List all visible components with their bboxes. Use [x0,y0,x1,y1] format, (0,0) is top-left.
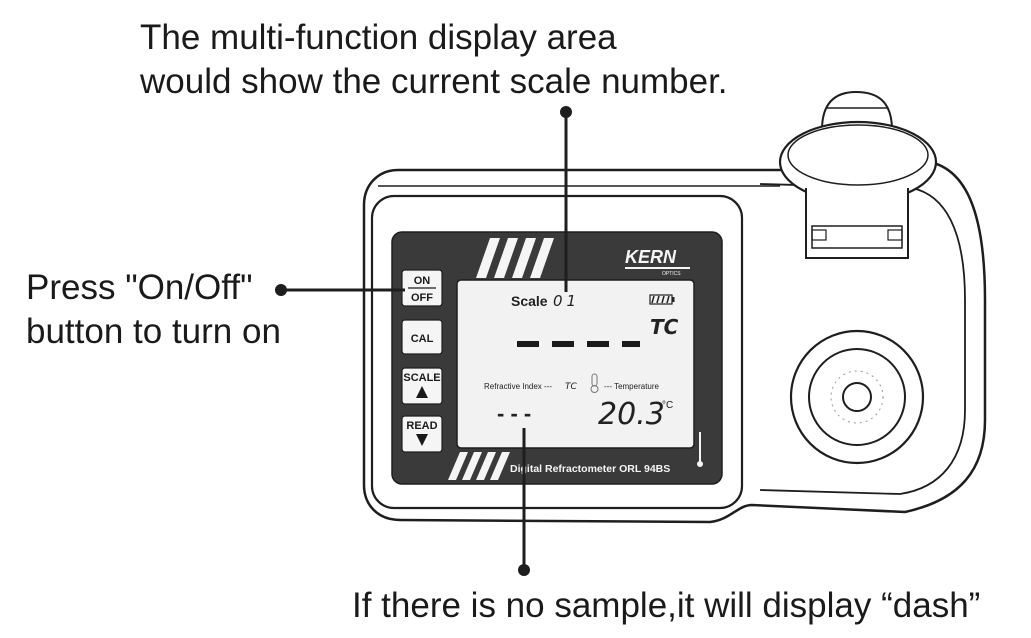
lcd-scale-label: Scale [511,293,548,309]
battery-icon [649,294,675,305]
on-off-button[interactable]: ON OFF [401,269,443,307]
sample-well [789,329,925,465]
lcd-ri-tc: TC [565,382,577,392]
cal-button[interactable]: CAL [401,319,443,355]
prism-lid[interactable] [778,90,938,204]
svg-text:CAL: CAL [411,333,434,345]
no-sample-callout: If there is no sample,it will display “d… [352,586,981,625]
brand-sub: OPTICS [662,271,681,277]
read-down-button[interactable]: READ [401,415,443,453]
thermometer-icon [590,373,599,393]
device-body-inner-contour [759,183,966,495]
power-callout: Press "On/Off" button to turn on [26,266,281,354]
power-leader [275,284,405,296]
lcd-screen [456,279,695,449]
display-area-callout-line-2: would show the current scale number. [140,62,728,101]
down-arrow-icon [416,434,428,446]
brand-logo: KERN [625,247,677,267]
panel-stripes-bottom [448,452,510,480]
power-callout-line-1: Press "On/Off" [26,268,253,307]
power-callout-line-2: button to turn on [26,312,281,351]
lcd-ri-value: - - - [497,401,531,426]
display-area-callout-line-1: The multi-function display area [140,18,617,57]
lcd-temperature-label: --- Temperature [604,382,660,391]
svg-text:SCALE: SCALE [403,372,440,384]
lid-hinge [805,188,909,259]
svg-text:ON: ON [414,275,431,287]
lcd-temperature-unit: °C [662,400,673,411]
lcd-tc-indicator: TC [650,315,679,339]
scale-up-button[interactable]: SCALE [401,367,443,405]
lcd-temperature-value: 20.3 [598,397,665,432]
model-label: Digital Refractometer ORL 94BS [510,463,670,475]
panel-stripes-top [476,238,554,278]
lcd-scale-number: 01 [553,292,580,310]
svg-text:OFF: OFF [411,292,433,304]
display-area-callout: The multi-function display area would sh… [140,16,728,104]
no-sample-leader [518,428,530,576]
lcd-ri-label: Refractive Index --- [484,382,552,391]
up-arrow-icon [416,386,428,398]
svg-text:READ: READ [406,420,437,432]
lcd-main-reading-dashes [517,341,640,347]
display-area-leader [560,106,572,292]
thermometer-scale-icon [697,432,703,467]
